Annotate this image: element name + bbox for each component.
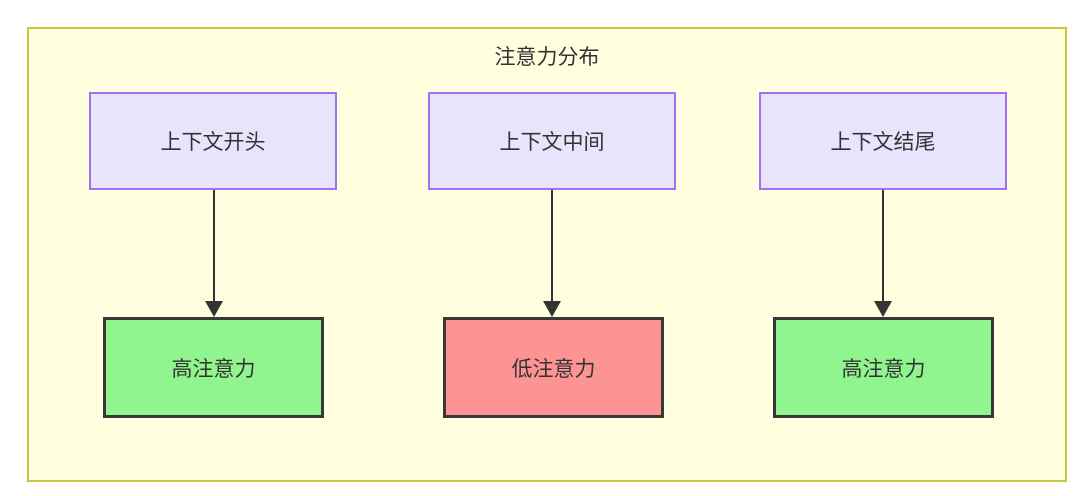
node-label: 上下文中间 [499, 131, 605, 154]
node-attention-low-middle[interactable]: 低注意力 [443, 317, 664, 418]
node-label: 高注意力 [841, 357, 926, 381]
node-label: 上下文开头 [160, 131, 266, 154]
node-label: 上下文结尾 [830, 131, 936, 154]
subgraph-title: 注意力分布 [494, 46, 600, 69]
node-label: 低注意力 [511, 357, 596, 381]
node-attention-high-start[interactable]: 高注意力 [103, 317, 324, 418]
node-attention-high-end[interactable]: 高注意力 [773, 317, 994, 418]
node-context-middle[interactable]: 上下文中间 [428, 92, 676, 190]
node-context-start[interactable]: 上下文开头 [89, 92, 337, 190]
node-label: 高注意力 [171, 357, 256, 381]
node-context-end[interactable]: 上下文结尾 [759, 92, 1007, 190]
